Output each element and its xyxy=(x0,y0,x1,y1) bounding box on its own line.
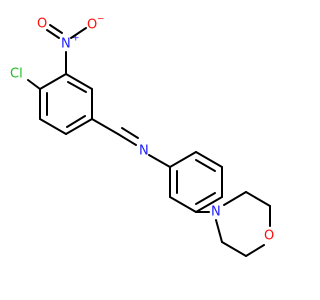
bond xyxy=(221,241,247,257)
bond-n-o-single xyxy=(70,27,87,39)
bond xyxy=(215,219,223,243)
nitro-nitrogen-atom: N xyxy=(61,37,71,52)
bond xyxy=(245,191,271,207)
bond-ring-ch xyxy=(91,118,119,135)
chlorine-atom: Cl xyxy=(10,67,23,82)
double-bond-inner xyxy=(195,192,216,205)
nitro-oxygen-atom: O xyxy=(87,18,97,33)
double-bond-inner xyxy=(66,115,86,128)
nitro-oxygen-atom: O xyxy=(37,17,47,32)
bond-c-cl xyxy=(27,79,41,90)
bond-n-ring xyxy=(148,154,171,168)
bond xyxy=(39,118,67,135)
bond xyxy=(39,73,67,90)
bond xyxy=(65,73,93,90)
morpholine-ring xyxy=(215,191,271,257)
bond xyxy=(169,151,197,168)
bond-n-o-double xyxy=(46,29,60,39)
nitro-nitrogen-charge: + xyxy=(72,34,80,44)
chloronitrophenyl-ring xyxy=(39,73,93,135)
double-bond-inner xyxy=(195,159,216,172)
bond xyxy=(223,191,247,206)
imine-nitrogen-atom: N xyxy=(139,144,149,159)
bond-n-o-double xyxy=(49,24,63,34)
bond xyxy=(65,118,93,135)
double-bond-inner xyxy=(67,81,87,93)
morpholine-oxygen-atom: O xyxy=(264,229,274,244)
bond xyxy=(169,196,197,213)
double-bond-c-n-imine xyxy=(121,127,139,139)
phenylene-ring xyxy=(169,151,223,213)
molecule-structure-diagram: Cl N + O − O N N O xyxy=(10,15,274,257)
bond xyxy=(245,244,265,257)
nitro-oxygen-charge: − xyxy=(97,15,105,25)
morpholine-nitrogen-atom: N xyxy=(211,205,221,220)
bond xyxy=(195,151,223,168)
bond xyxy=(195,196,223,213)
bond-c-n-imine xyxy=(117,133,137,146)
